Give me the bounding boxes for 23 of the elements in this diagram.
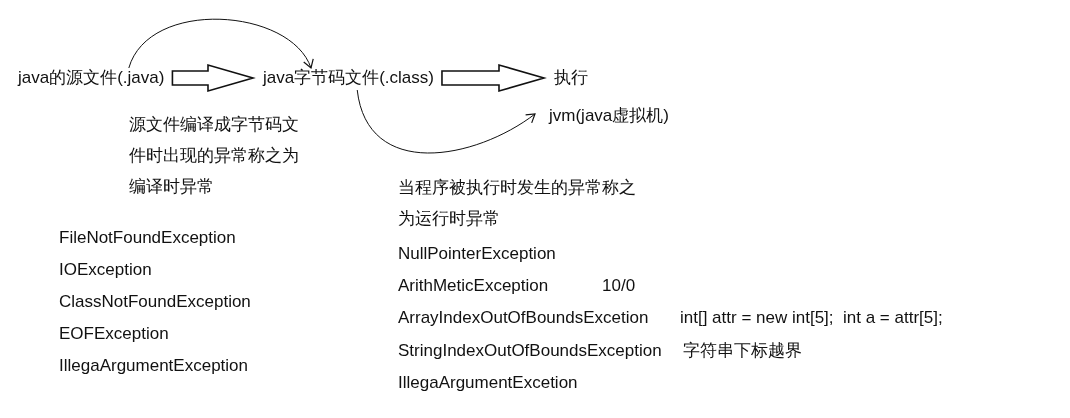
node-text: java字节码文件(.class) [261, 66, 436, 90]
note-text: IllegaArgumentException [59, 355, 248, 377]
curved-arrow [128, 18, 313, 69]
note-text: EOFException [59, 323, 169, 345]
note-text: ArrayIndexOutOfBoundsExcetion [398, 307, 649, 329]
curved-arrow [356, 89, 536, 154]
note-text: IOException [59, 259, 152, 281]
note-text: IllegaArgumentExcetion [398, 372, 578, 394]
node-text: 执行 [552, 66, 590, 90]
note-text: ArithMeticException [398, 275, 549, 297]
note-text: ClassNotFoundException [59, 291, 251, 313]
note-text: 当程序被执行时发生的异常称之为运行时异常 [398, 177, 637, 230]
note-text: FileNotFoundException [59, 227, 236, 249]
block-arrow [441, 63, 547, 93]
note-text: 源文件编译成字节码文件时出现的异常称之为编译时异常 [129, 114, 300, 198]
note-text: 10/0 [602, 275, 636, 297]
block-arrow [171, 63, 256, 93]
node-text: java的源文件(.java) [16, 66, 167, 90]
note-text: 字符串下标越界 [683, 340, 802, 362]
note-text: StringIndexOutOfBoundsException [398, 340, 662, 362]
node-text: jvm(java虚拟机) [547, 104, 671, 128]
note-text: int[] attr = new int[5]; int a = attr[5]; [680, 307, 943, 329]
note-text: NullPointerException [398, 243, 556, 265]
